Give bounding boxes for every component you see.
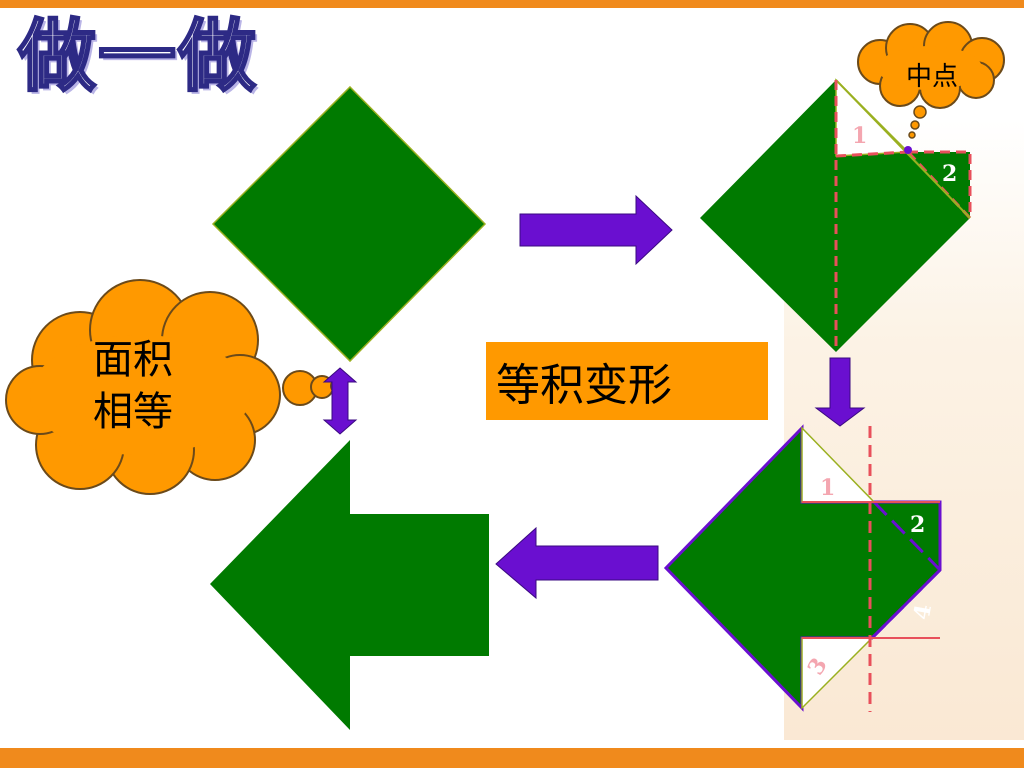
right-arrow [519,194,673,266]
original-diamond [211,85,487,363]
piece-label-1-bottom: 1 [820,475,835,501]
bottom-band [0,748,1024,768]
left-arrow [495,526,659,600]
area-equal-cloud [5,279,344,495]
cut-diamond [700,78,972,352]
piece-1-white-bottom [801,426,876,503]
area-equal-label: 面积 相等 [58,334,208,438]
midpoint-cloud [857,21,1005,139]
piece-label-1-top: 1 [852,123,867,149]
page-title: 做一做 [17,12,259,102]
area-equal-line1: 面积 [93,337,173,383]
piece-label-2-top: 2 [942,161,957,187]
down-arrow [814,357,866,427]
area-equal-line2: 相等 [93,389,173,435]
arrow-shape [210,440,489,730]
double-arrow [322,367,358,435]
cloud-bubble [913,105,927,119]
midpoint-label: 中点 [905,62,958,92]
top-band [0,0,1024,8]
cloud-bubble [908,131,916,139]
piece-label-2-bottom: 2 [910,512,925,538]
cloud-bubble [910,120,920,130]
equal-area-transform-box: 等积变形 [486,342,768,420]
equal-area-transform-label: 等积变形 [496,360,672,411]
transformed-shape [663,424,942,712]
piece-label-4: 4 [909,602,937,622]
midpoint-dot [904,146,912,154]
